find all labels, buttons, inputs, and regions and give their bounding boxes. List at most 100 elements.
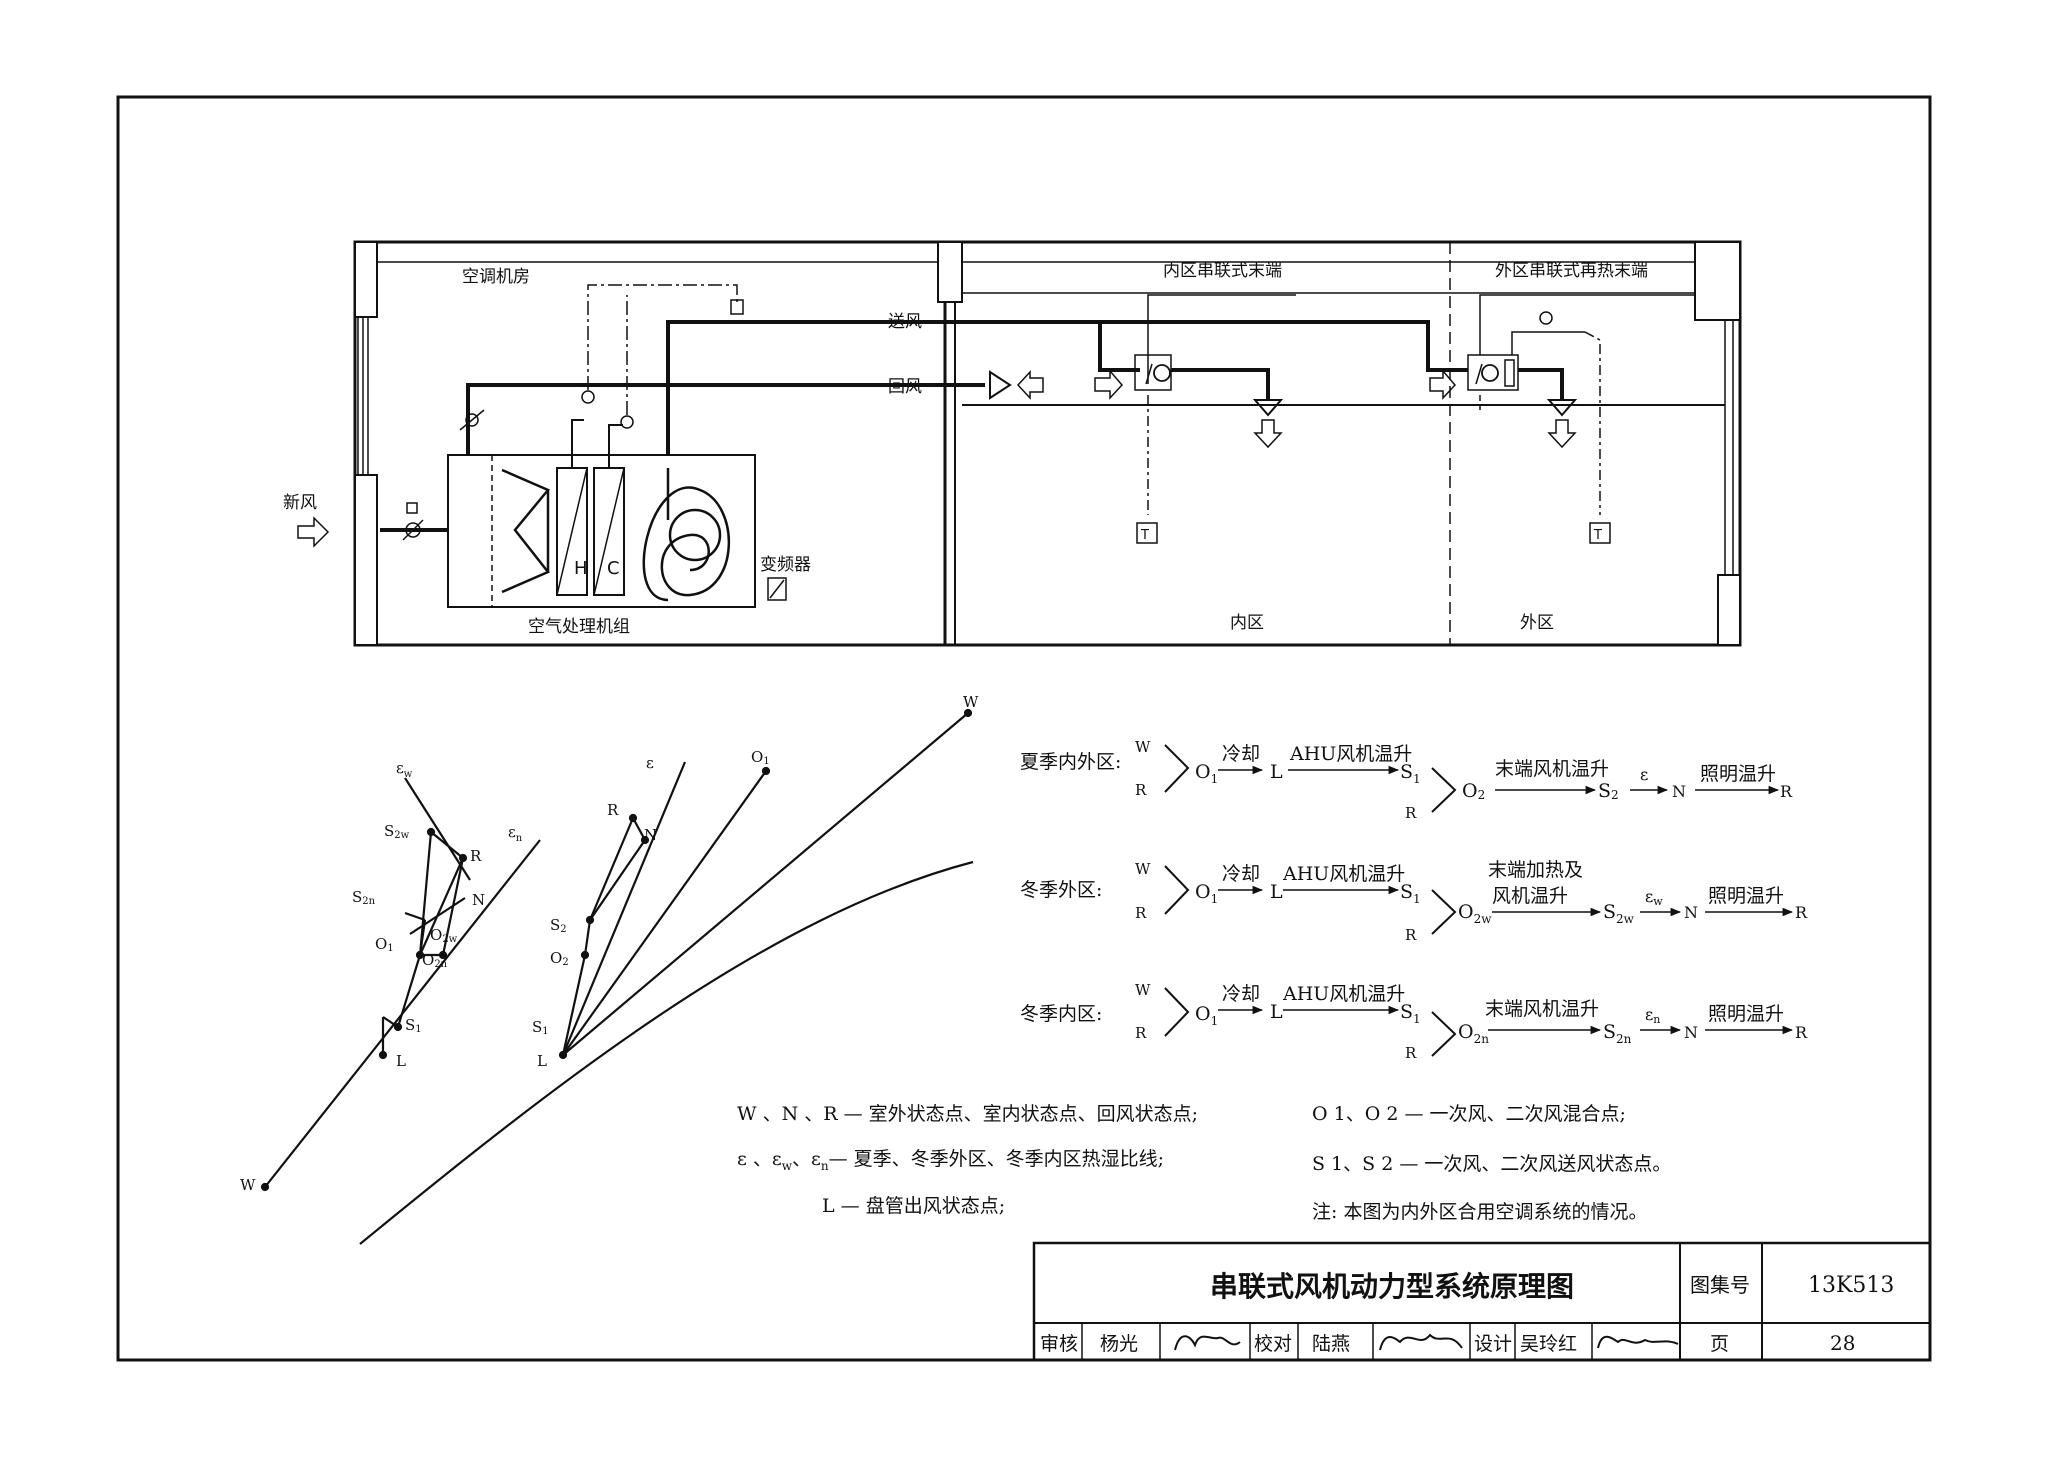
w-input: W: [1135, 860, 1151, 878]
title-block-text: 串联式风机动力型系统原理图 图集号 13K513 审核 杨光 校对 陆燕 设计 …: [1040, 1270, 1894, 1355]
svg-text:S1: S1: [1400, 761, 1421, 786]
cool: 冷却: [1222, 983, 1260, 1005]
psychro-left-labels: εw S2w εn R N S2n O1 O2w O2n S1 L W: [240, 759, 523, 1194]
designer-name: 吴玲红: [1520, 1333, 1577, 1355]
eps-n-sub: n: [516, 833, 523, 844]
legend-line-2c: — 夏季、冬季外区、冬季内区热湿比线;: [829, 1148, 1164, 1170]
n-label: N: [472, 891, 485, 909]
svg-text:S2n: S2n: [1603, 1021, 1632, 1046]
process-flows: 夏季内外区: W R O1 冷却 L AHU风机温升 S1 R O2 末端风机温…: [1020, 738, 1808, 1062]
coil-h-label: H: [574, 558, 588, 579]
s1-sub: 1: [1413, 1012, 1421, 1026]
s2-label: S: [550, 916, 560, 934]
atlas-number: 13K513: [1808, 1273, 1894, 1298]
ahu-rise: AHU风机温升: [1289, 743, 1412, 765]
outer-terminal-label: 外区串联式再热末端: [1495, 261, 1648, 281]
r-end: R: [1795, 903, 1808, 922]
svg-text:εw: εw: [396, 759, 413, 780]
legend-line-2a: ε 、ε: [737, 1148, 782, 1170]
s1-sub: 1: [415, 1024, 421, 1035]
process-label: 夏季内外区:: [1020, 751, 1121, 773]
legend-right-1: O 1、O 2 — 一次风、二次风混合点;: [1312, 1103, 1626, 1125]
o2: O: [1462, 780, 1478, 802]
s1: S: [1400, 761, 1413, 783]
s1-sub: 1: [1413, 772, 1421, 786]
process-label: 冬季外区:: [1020, 879, 1102, 901]
svg-text:S1: S1: [532, 1018, 549, 1037]
review-label: 审核: [1040, 1333, 1078, 1355]
terminal-2: 风机温升: [1492, 885, 1568, 907]
s2: S: [1603, 901, 1616, 923]
s2w-sub: 2w: [394, 830, 409, 841]
legend-right-2: S 1、S 2 — 一次风、二次风送风状态点。: [1312, 1153, 1671, 1175]
legend-line-2n: n: [821, 1159, 829, 1173]
legend-note: 注: 本图为内外区合用空调系统的情况。: [1312, 1201, 1647, 1223]
legend-line-2w: w: [782, 1159, 793, 1173]
ahu-rise: AHU风机温升: [1282, 863, 1405, 885]
n-state: N: [1684, 903, 1698, 922]
return-air-label: 回风: [888, 377, 922, 397]
svg-text:S1: S1: [1400, 881, 1421, 906]
eps-label: ε: [646, 754, 654, 772]
svg-text:εn: εn: [508, 823, 523, 844]
o1-sub: 1: [1211, 892, 1219, 906]
s1: S: [1400, 1001, 1413, 1023]
inner-zone-label: 内区: [1230, 613, 1264, 633]
signature-reviewer: [1174, 1335, 1241, 1351]
s1-label: S: [405, 1016, 415, 1034]
outer-zone-label: 外区: [1520, 613, 1554, 633]
legend-line-2b: 、ε: [792, 1148, 821, 1170]
o1-label: O: [375, 935, 387, 953]
svg-text:O2w: O2w: [1458, 901, 1492, 926]
psychro-chart-left: [260, 777, 541, 1192]
o1-sub: 1: [1211, 1014, 1219, 1028]
supply-air-label: 送风: [888, 312, 922, 332]
s2w-label: S: [384, 822, 394, 840]
svg-text:S1: S1: [405, 1016, 422, 1035]
s2-sub: 2n: [1616, 1032, 1632, 1046]
n-state: N: [1672, 782, 1686, 801]
svg-text:O2n: O2n: [422, 951, 448, 970]
legend-line-2: ε 、εw、εn— 夏季、冬季外区、冬季内区热湿比线;: [737, 1148, 1164, 1173]
svg-text:O1: O1: [751, 748, 770, 767]
o1: O: [1195, 761, 1211, 783]
process-summer: 夏季内外区: W R O1 冷却 L AHU风机温升 S1 R O2 末端风机温…: [1020, 738, 1793, 822]
atlas-label: 图集号: [1690, 1273, 1750, 1297]
svg-text:O2w: O2w: [430, 926, 458, 945]
wall-column: [354, 241, 378, 318]
w-input: W: [1135, 738, 1151, 756]
light: 照明温升: [1700, 763, 1776, 785]
n-label: N: [644, 826, 657, 844]
saturation-curve: [359, 860, 974, 1245]
process-label: 冬季内区:: [1020, 1003, 1102, 1025]
s1-sub: 1: [542, 1026, 548, 1037]
machine-room-label: 空调机房: [462, 267, 530, 287]
reviewer-name: 杨光: [1100, 1333, 1138, 1355]
cool: 冷却: [1222, 743, 1260, 765]
o1-sub: 1: [387, 943, 393, 954]
psychro-right-labels: W ε O1 R N S2 O2 S1 L: [532, 693, 979, 1070]
svg-text:O1: O1: [1195, 881, 1218, 906]
eps: ε: [1640, 765, 1648, 784]
r-label: R: [607, 801, 619, 819]
svg-text:εn: εn: [1645, 1005, 1660, 1026]
inner-terminal-box: [1134, 354, 1172, 391]
s2n-sub: 2n: [362, 896, 375, 907]
o2: O: [1458, 901, 1474, 923]
o2w-label: O: [430, 926, 442, 944]
coil-c-label: C: [607, 558, 620, 579]
s2-sub: 2: [1611, 788, 1619, 802]
w-label: W: [240, 1176, 256, 1194]
light: 照明温升: [1708, 885, 1784, 907]
design-label: 设计: [1474, 1333, 1512, 1355]
o2-sub: 2w: [1474, 912, 1493, 926]
sheet-border: [116, 95, 1932, 1362]
cool: 冷却: [1222, 863, 1260, 885]
legend-line-3: L — 盘管出风状态点;: [822, 1195, 1005, 1217]
thermostat-label: T: [1140, 528, 1149, 543]
o2n-sub: 2n: [434, 959, 447, 970]
ahu-rise: AHU风机温升: [1282, 983, 1405, 1005]
eps: ε: [1645, 1005, 1653, 1024]
r2: R: [1405, 804, 1417, 822]
